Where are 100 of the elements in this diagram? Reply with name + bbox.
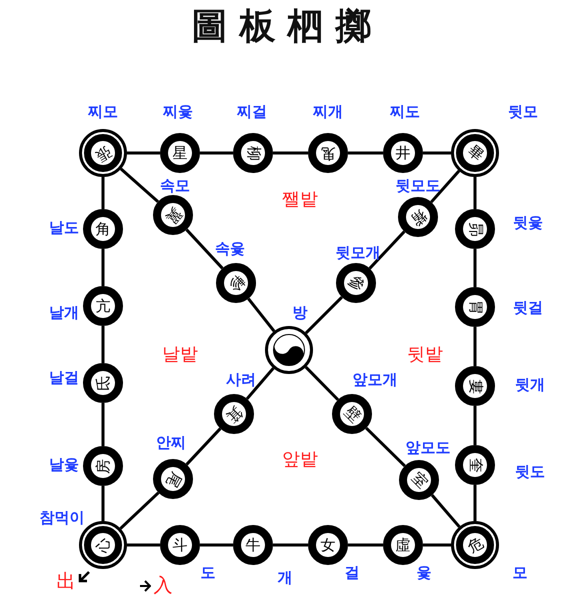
station-glyph: 氐: [96, 376, 110, 390]
station: [160, 525, 200, 565]
station: [332, 394, 372, 434]
station-name: 모: [512, 566, 528, 580]
field-label: 쨀밭: [282, 191, 318, 209]
station-name: 뒷도: [515, 464, 545, 480]
station-glyph: 斗: [172, 538, 188, 552]
station-glyph: 畢: [464, 142, 486, 164]
station: [216, 263, 256, 303]
station-glyph: 翼: [162, 204, 184, 226]
field-label: 앞밭: [282, 451, 318, 469]
board-line: [186, 428, 222, 466]
station-name: 찌윷: [163, 104, 193, 120]
station-name: 뒷모: [508, 104, 538, 120]
board-line: [368, 230, 406, 270]
station-name: 날도: [49, 220, 79, 236]
station: [399, 460, 439, 500]
corner-station: [79, 129, 127, 177]
board-line: [430, 170, 460, 204]
station-name: 도: [200, 566, 216, 580]
station: [214, 394, 254, 434]
station: [455, 366, 495, 406]
board-line: [185, 228, 224, 270]
station-name: 뒷개: [515, 378, 545, 392]
station-name: 날걸: [49, 370, 79, 386]
board-line: [127, 152, 160, 154]
station: [83, 209, 123, 249]
board-line: [474, 327, 476, 366]
station-name: 찌모: [88, 104, 118, 120]
board-line: [119, 492, 160, 530]
station-glyph: 壁: [341, 403, 363, 425]
station-glyph: 危: [464, 534, 486, 556]
station-name: 날윷: [49, 458, 79, 472]
station-glyph: 鬼: [320, 146, 336, 160]
station-name: 참먹이: [40, 510, 84, 526]
exit-label: 出: [56, 572, 76, 592]
board-line: [246, 367, 274, 400]
station-name: 뒷모도: [396, 178, 440, 194]
station-glyph: 張: [92, 142, 114, 164]
station-glyph: 奎: [468, 458, 482, 472]
corner-station: [451, 521, 499, 569]
station-glyph: 軫: [225, 272, 247, 294]
board-line: [304, 296, 343, 334]
station: [455, 445, 495, 485]
board-line: [348, 152, 383, 154]
board-line: [200, 152, 233, 154]
station: [83, 363, 123, 403]
station-glyph: 柳: [246, 146, 260, 160]
board-line: [423, 544, 451, 546]
station-name: 속모: [160, 178, 190, 194]
station-glyph: 箕: [223, 403, 245, 425]
station-name: 방: [292, 306, 308, 320]
station: [83, 446, 123, 486]
board-line: [423, 152, 451, 154]
board-line: [365, 426, 406, 468]
station-glyph: 心: [96, 538, 110, 552]
station-name: 앞모개: [352, 372, 398, 388]
title: 圖板柶擲: [192, 4, 384, 48]
station-name: 날개: [49, 306, 79, 320]
station-glyph: 胃: [468, 300, 482, 314]
station: [398, 197, 438, 237]
station-glyph: 參: [345, 272, 367, 294]
board-line: [474, 406, 476, 445]
station-name: 찌걸: [237, 104, 267, 120]
board-line: [102, 177, 104, 209]
board-line: [474, 177, 476, 209]
station-glyph: 星: [172, 146, 188, 160]
board-line: [102, 403, 104, 446]
board-line: [102, 249, 104, 286]
station-name: 뒷윷: [513, 216, 543, 230]
board-line: [474, 249, 476, 287]
station-name: 개: [278, 570, 292, 586]
board-line: [474, 485, 476, 521]
station: [383, 525, 423, 565]
station-glyph: 虛: [396, 538, 410, 552]
station: [160, 133, 200, 173]
board-line: [200, 544, 233, 546]
station-name: 안찌: [156, 436, 186, 450]
station: [83, 286, 123, 326]
station-glyph: 女: [320, 538, 336, 552]
board-line: [430, 494, 460, 528]
station-name: 사려: [226, 372, 256, 388]
station-name: 속윷: [215, 242, 245, 256]
board-line: [247, 298, 276, 332]
station-name: 찌도: [390, 104, 420, 120]
station-glyph: 觜: [407, 206, 429, 228]
board-line: [120, 168, 160, 203]
station-name: 앞모도: [406, 440, 450, 456]
station: [233, 133, 273, 173]
station-glyph: 室: [408, 469, 430, 491]
station-glyph: 昴: [468, 222, 482, 236]
station: [336, 263, 376, 303]
station: [308, 525, 348, 565]
board-line: [304, 366, 340, 401]
field-label: 뒷밭: [407, 346, 443, 364]
board-line: [273, 544, 308, 546]
station-name: 뒷걸: [513, 300, 543, 316]
board-line: [273, 152, 308, 154]
station: [308, 133, 348, 173]
station-name: 뒷모개: [336, 246, 380, 260]
